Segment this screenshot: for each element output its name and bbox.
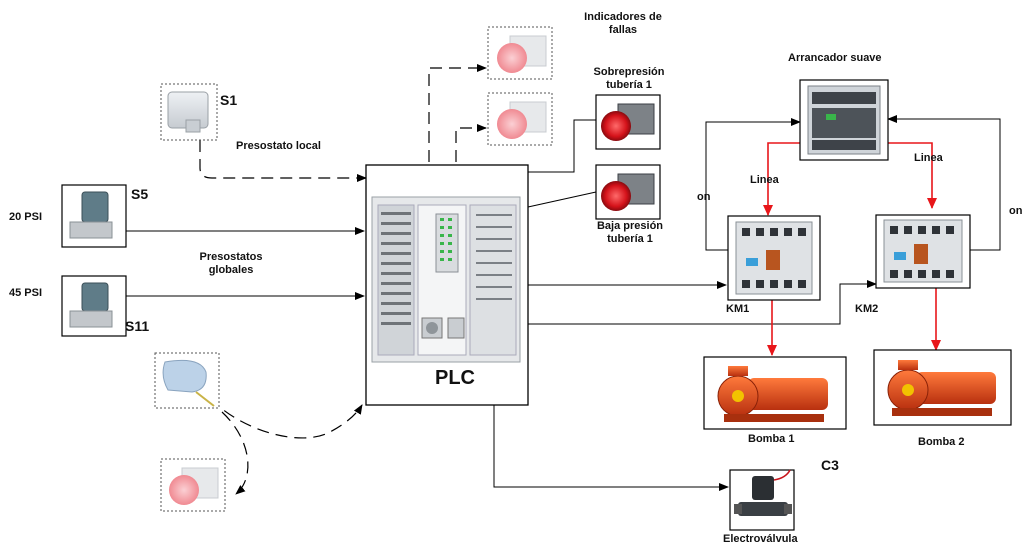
plc-to-baja-line [527,191,597,208]
on-right-label: on [1009,205,1023,217]
presostatos-globales-line1: Presostatos [199,251,263,263]
pressure-switch-s11 [61,275,127,337]
presostatos-globales-label: Presostatos globales [186,251,276,277]
s1-to-plc-dashed-arrow [199,140,367,182]
linea-to-km2-arrow [868,142,937,209]
fault-indicators-title-line2: fallas [608,24,638,36]
s1-label: S1 [220,92,238,108]
c3-label: C3 [821,457,839,473]
km2-on-feedback-arrow [887,115,1001,251]
plc-to-fault-indicator-2-dashed [455,124,487,162]
float-switch-to-lamp-dashed [221,411,249,495]
contactor-km2 [875,214,971,289]
bomba1-label: Bomba 1 [748,433,795,445]
km1-on-feedback-arrow [705,118,801,251]
indicator-sobrepresion [595,94,661,150]
sobrepresion-label: Sobrepresión tubería 1 [577,66,681,92]
km2-label: KM2 [855,303,879,315]
pump-1 [703,356,847,430]
soft-starter-label: Arrancador suave [788,52,882,64]
km1-label: KM1 [726,303,750,315]
fault-indicators-title: Indicadores de fallas [568,11,678,37]
psi45-label: 45 PSI [9,287,43,299]
float-switch [154,352,220,409]
fault-indicators-title-line1: Indicadores de [584,11,662,23]
fault-indicator-lamp-1 [487,26,553,80]
bomba2-label: Bomba 2 [918,436,965,448]
indicator-baja-presion [595,164,661,220]
dashed-lines [199,64,487,495]
plc-to-km2-arrow [528,280,877,325]
contactor-km1 [727,215,821,301]
baja-presion-label-line2: tubería 1 [607,233,653,245]
solenoid-valve [729,469,795,531]
pressure-switch-s5 [61,184,127,248]
linea-right-label: Linea [914,152,943,164]
electrovalvula-label: Electroválvula [723,533,798,545]
presostato-local-label: Presostato local [236,140,321,152]
baja-presion-label-line1: Baja presión [596,220,664,232]
presostatos-globales-line2: globales [208,264,254,276]
on-left-label: on [697,191,711,203]
linea-left-label: Linea [750,174,779,186]
sobrepresion-label-line2: tubería 1 [606,79,652,91]
pump-2 [873,349,1012,426]
fault-indicator-lamp-2 [487,92,553,146]
soft-starter [799,79,889,161]
fault-indicator-lamp-3 [160,458,226,512]
connection-lines [126,115,1001,491]
s5-label: S5 [131,186,149,202]
baja-presion-label: Baja presión tubería 1 [578,220,682,246]
float-switch-to-plc-dashed [209,397,363,439]
plc-label: PLC [435,367,475,389]
s11-label: S11 [125,318,150,334]
plc-device [365,164,529,406]
plc-to-fault-indicator-1-dashed [428,64,487,162]
pressure-switch-s1 [160,83,218,141]
sobrepresion-label-line1: Sobrepresión [593,66,665,78]
psi20-label: 20 PSI [9,211,43,223]
plc-to-valve-arrow [493,405,729,491]
plc-to-sobrepresion-line [528,119,596,173]
